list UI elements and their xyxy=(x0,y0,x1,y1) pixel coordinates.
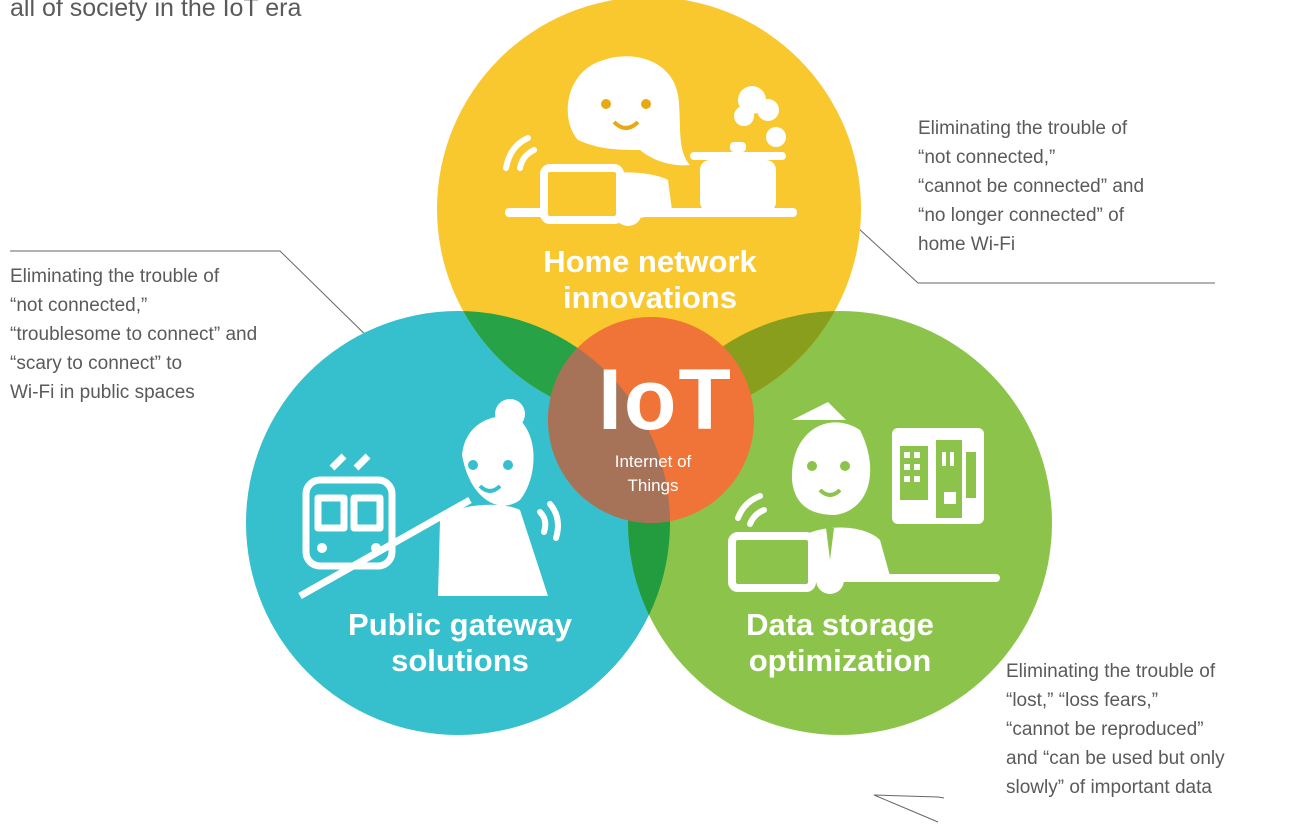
iot-subtitle: Internet of Things xyxy=(583,450,723,498)
man-laptop-icon xyxy=(728,402,1000,594)
wifi-icon xyxy=(503,135,537,171)
callout-data-line: “cannot be reproduced” xyxy=(1006,719,1204,740)
woman-waving-face xyxy=(468,460,513,493)
woman-waving-icon xyxy=(438,399,548,596)
callout-data-line: Eliminating the trouble of xyxy=(1006,661,1216,682)
label-data-line-1: Data storage xyxy=(746,607,934,642)
callout-public-line: “scary to connect” to xyxy=(10,353,183,374)
label-home-network: Home network innovations xyxy=(520,244,780,316)
callout-home-line: “cannot be connected” and xyxy=(918,176,1145,197)
top-caption: all of society in the IoT era xyxy=(10,0,302,22)
callout-public: Eliminating the trouble of “not connecte… xyxy=(10,262,257,407)
callout-data-line: “lost,” “loss fears,” xyxy=(1006,690,1159,711)
callout-public-line: Eliminating the trouble of xyxy=(10,266,220,287)
label-public-gateway: Public gateway solutions xyxy=(320,607,600,679)
iot-title: IoT xyxy=(598,352,733,448)
callout-line-data xyxy=(873,794,939,823)
pot-icon xyxy=(690,86,786,212)
callout-data: Eliminating the trouble of “lost,” “loss… xyxy=(1006,657,1225,802)
callout-home-line: “not connected,” xyxy=(918,147,1056,168)
iot-subtitle-line-1: Internet of xyxy=(614,452,692,471)
callout-home-line: home Wi-Fi xyxy=(918,234,1016,255)
wifi-icon-data xyxy=(735,493,767,527)
train-icon xyxy=(298,453,472,600)
iot-subtitle-line-2: Things xyxy=(627,476,679,495)
callout-home: Eliminating the trouble of “not connecte… xyxy=(918,114,1144,259)
callout-leader-lines xyxy=(10,227,1215,799)
label-home-line-2: innovations xyxy=(563,280,737,315)
wifi-icon-public xyxy=(537,501,561,541)
train-details xyxy=(317,543,381,553)
building-icon xyxy=(892,428,984,524)
label-public-line-2: solutions xyxy=(391,643,529,678)
woman-face xyxy=(601,99,651,130)
label-data-line-2: optimization xyxy=(748,643,932,678)
laptop-icon xyxy=(540,164,624,224)
label-home-line-1: Home network xyxy=(543,244,757,279)
callout-public-line: Wi-Fi in public spaces xyxy=(10,382,195,403)
label-data-storage: Data storage optimization xyxy=(700,607,980,679)
callout-home-line: Eliminating the trouble of xyxy=(918,118,1128,139)
callout-public-line: “troublesome to connect” and xyxy=(10,324,258,345)
callout-data-line: and “can be used but only xyxy=(1006,748,1225,769)
man-face xyxy=(807,461,850,560)
callout-data-line: slowly” of important data xyxy=(1006,777,1212,798)
label-public-line-1: Public gateway xyxy=(348,607,572,642)
callout-public-line: “not connected,” xyxy=(10,295,148,316)
callout-home-line: “no longer connected” of xyxy=(918,205,1124,226)
